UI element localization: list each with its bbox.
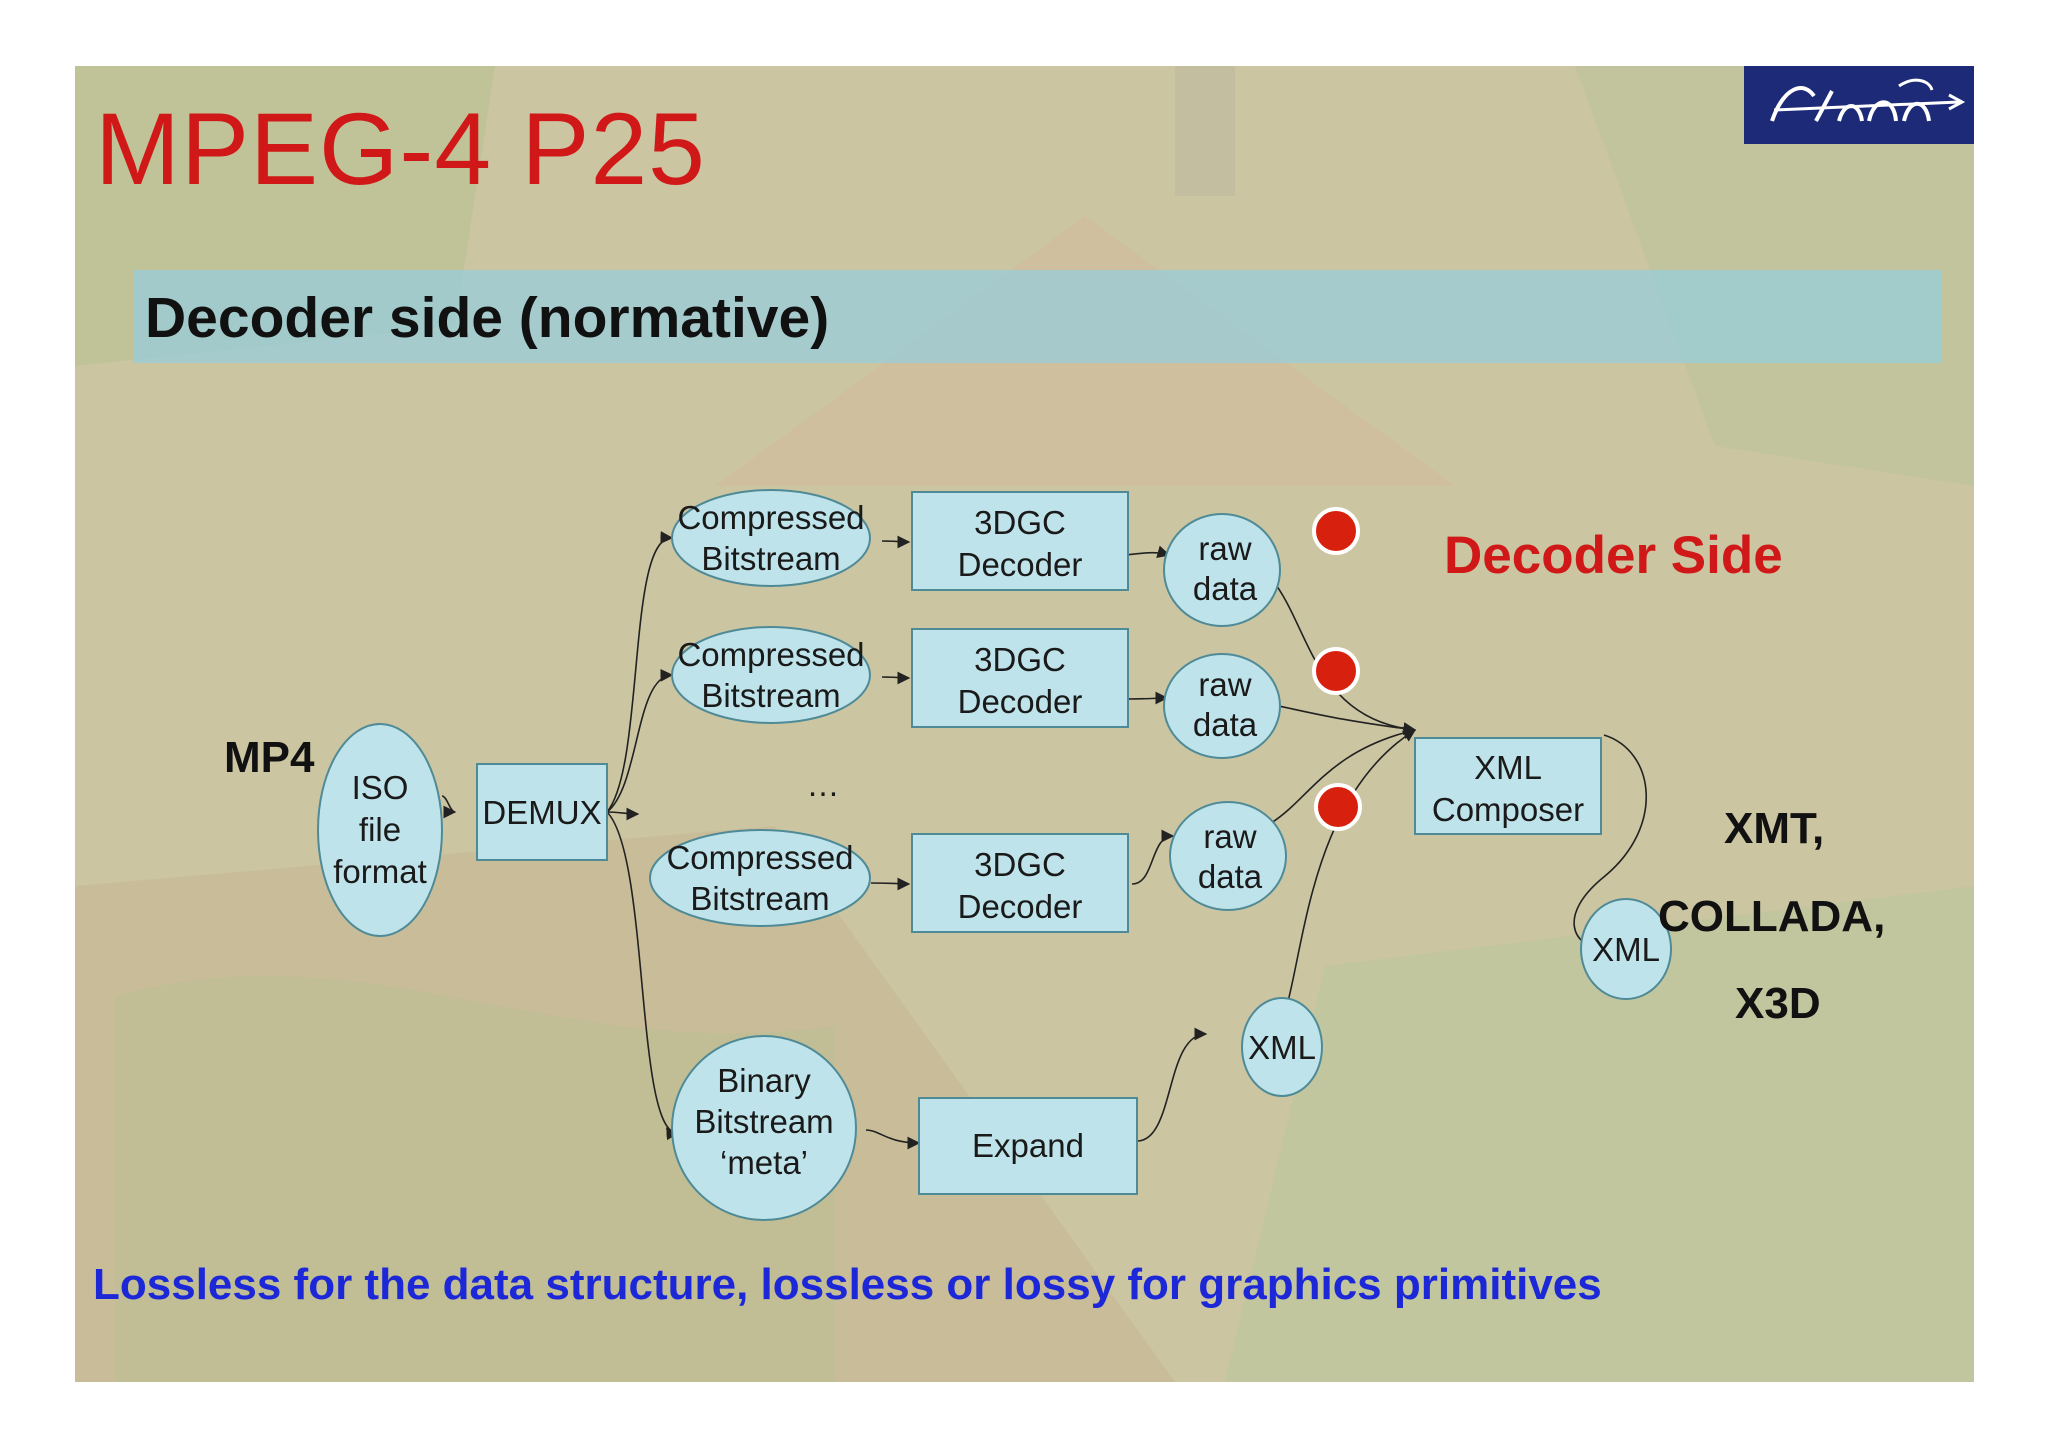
svg-text:3DGC: 3DGC [974, 641, 1066, 678]
slide-subtitle: Decoder side (normative) [145, 286, 830, 350]
output-format-collada: COLLADA, [1658, 892, 1886, 941]
artemis-logo [1744, 66, 1974, 144]
slide: MPEG-4 P25 Decoder side (normative) [75, 66, 1974, 1382]
3dgc-decoder-node-1: 3DGC Decoder [911, 491, 1129, 591]
svg-text:Bitstream: Bitstream [701, 677, 840, 714]
output-format-x3d: X3D [1735, 979, 1821, 1028]
3dgc-decoder-node-2: 3DGC Decoder [911, 628, 1129, 728]
compressed-bitstream-node-2: Compressed Bitstream [671, 626, 871, 724]
xml-output-node: XML [1580, 898, 1672, 1000]
svg-text:Binary: Binary [717, 1062, 811, 1099]
svg-text:file: file [359, 811, 401, 848]
ellipsis: … [807, 766, 840, 803]
compressed-bitstream-node-1: Compressed Bitstream [671, 489, 871, 587]
red-marker-1 [1312, 507, 1360, 555]
svg-text:Compressed: Compressed [677, 636, 864, 673]
expand-node: Expand [918, 1097, 1138, 1195]
binary-bitstream-meta-node: Binary Bitstream ‘meta’ [671, 1035, 857, 1221]
svg-text:XML: XML [1474, 749, 1542, 786]
iso-file-format-node: ISO file format [317, 723, 443, 937]
output-format-xmt: XMT, [1724, 804, 1825, 853]
svg-text:‘meta’: ‘meta’ [720, 1144, 808, 1181]
raw-data-node-3: raw data [1169, 801, 1287, 911]
decoder-flow-diagram: ISO file format DEMUX Compressed Bitstre… [317, 489, 1672, 1221]
decoder-side-label: Decoder Side [1444, 526, 1783, 585]
svg-text:data: data [1198, 858, 1263, 895]
svg-text:3DGC: 3DGC [974, 846, 1066, 883]
logo-mark [1770, 78, 1966, 122]
svg-text:Composer: Composer [1432, 791, 1584, 828]
red-marker-2 [1312, 647, 1360, 695]
svg-text:format: format [333, 853, 427, 890]
svg-text:Compressed: Compressed [677, 499, 864, 536]
svg-text:Decoder: Decoder [958, 546, 1083, 583]
svg-text:Bitstream: Bitstream [694, 1103, 833, 1140]
slide-title: MPEG-4 P25 [95, 92, 706, 206]
subtitle-banner: Decoder side (normative) [133, 270, 1942, 363]
xml-composer-node: XML Composer [1414, 737, 1602, 835]
svg-text:Bitstream: Bitstream [701, 540, 840, 577]
svg-text:Expand: Expand [972, 1127, 1084, 1164]
svg-text:data: data [1193, 706, 1258, 743]
svg-text:raw: raw [1198, 666, 1251, 703]
svg-text:Compressed: Compressed [666, 839, 853, 876]
svg-text:XML: XML [1248, 1029, 1316, 1066]
svg-text:Bitstream: Bitstream [690, 880, 829, 917]
svg-text:data: data [1193, 570, 1258, 607]
svg-text:XML: XML [1592, 931, 1660, 968]
svg-text:Decoder: Decoder [958, 683, 1083, 720]
raw-data-node-2: raw data [1163, 653, 1281, 759]
svg-text:raw: raw [1203, 818, 1256, 855]
xml-node-mid: XML [1241, 997, 1323, 1097]
flow-connectors [441, 531, 1648, 1150]
svg-text:Decoder: Decoder [958, 888, 1083, 925]
svg-text:DEMUX: DEMUX [482, 794, 601, 831]
mp4-label: MP4 [224, 733, 315, 782]
raw-data-node-1: raw data [1163, 513, 1281, 627]
svg-text:raw: raw [1198, 530, 1251, 567]
red-marker-3 [1314, 783, 1362, 831]
compressed-bitstream-node-3: Compressed Bitstream [649, 829, 871, 927]
svg-text:3DGC: 3DGC [974, 504, 1066, 541]
demux-node: DEMUX [476, 763, 608, 861]
3dgc-decoder-node-3: 3DGC Decoder [911, 833, 1129, 933]
svg-text:ISO: ISO [352, 769, 409, 806]
footer-note: Lossless for the data structure, lossles… [93, 1260, 1602, 1309]
